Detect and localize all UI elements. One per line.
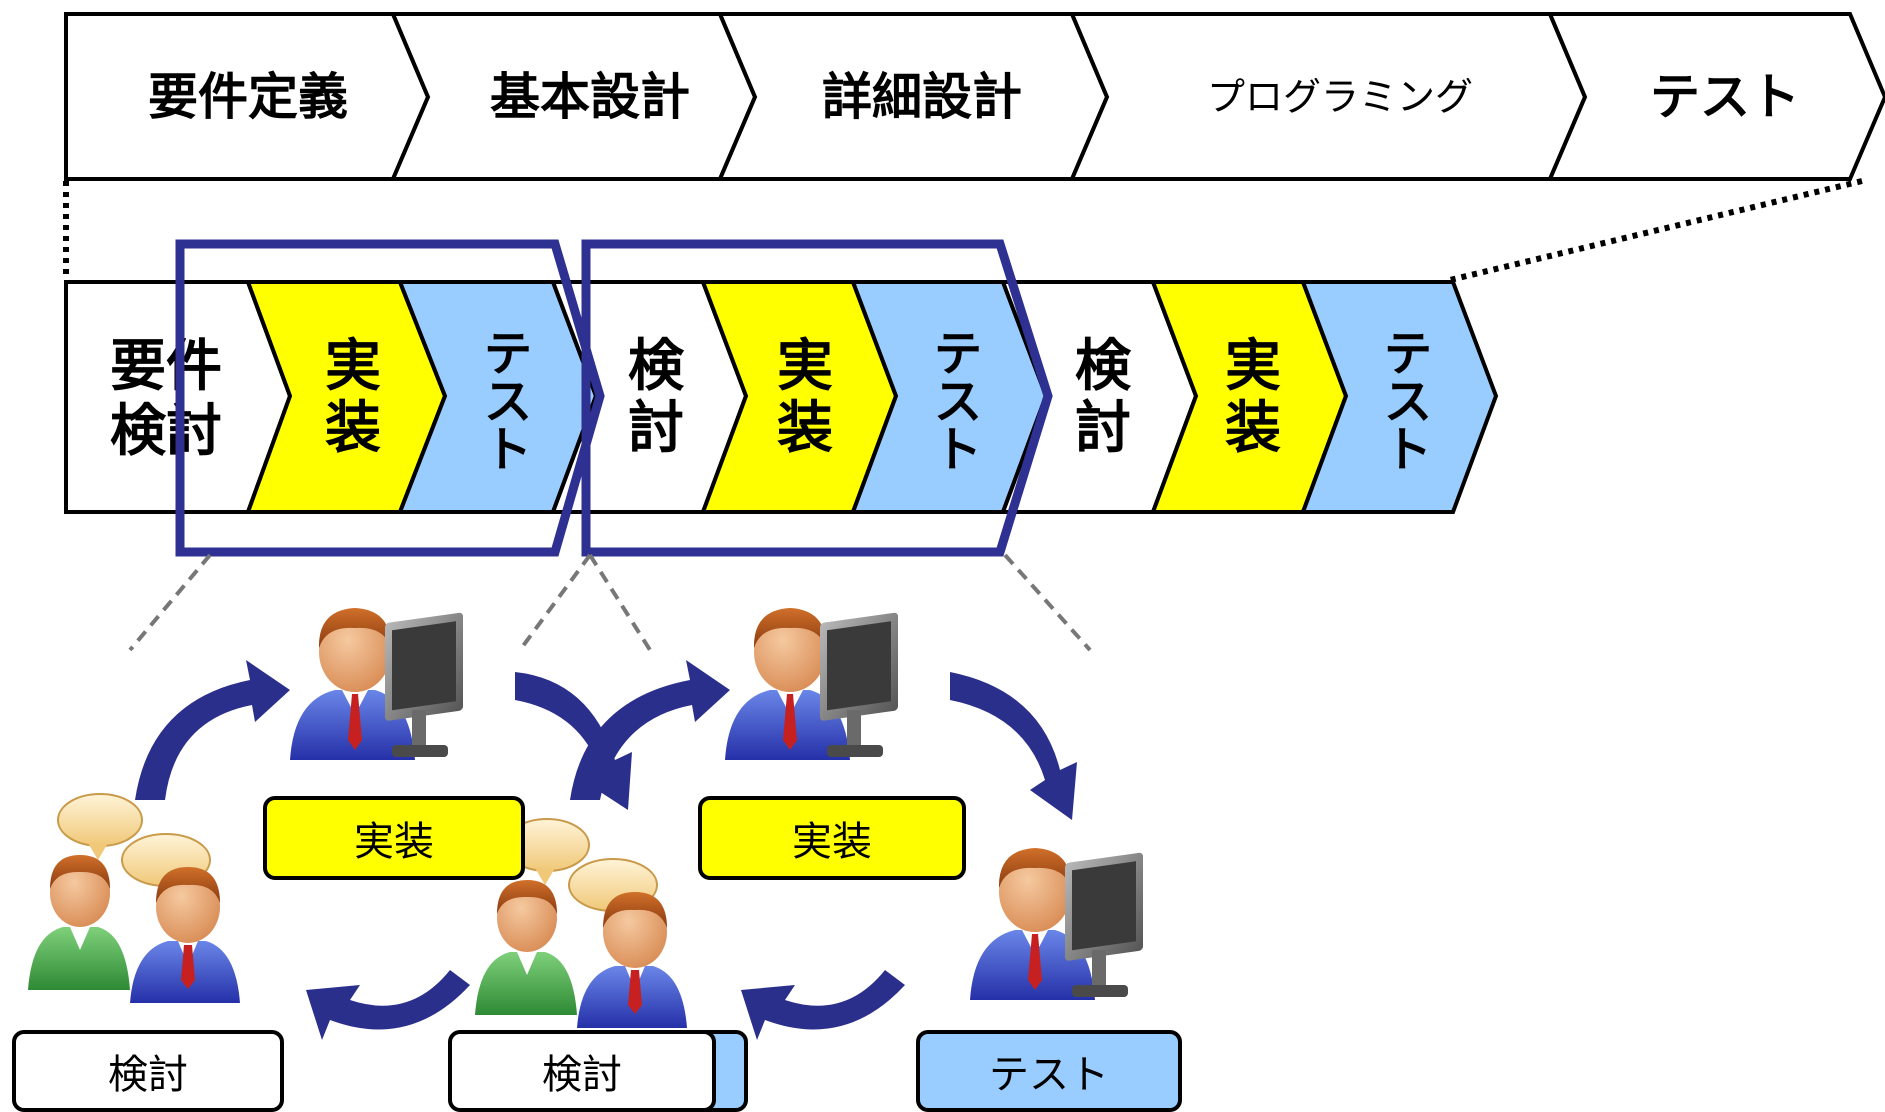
phase-label: プログラミング [1207, 75, 1473, 119]
zoom-line [128, 553, 212, 652]
implement-label-box: 実装 [263, 796, 525, 880]
iteration-label: 要件 [110, 334, 222, 399]
iteration-labels: 要件 検討 実 装 テ ス ト 検 討 実 装 テ ス ト 検 討 実 装 テ … [110, 326, 1432, 478]
iteration-label: 検討 [110, 399, 222, 464]
review-label-box: 検討 [448, 1030, 716, 1112]
iteration-label: 装 [1225, 396, 1281, 461]
zoom-connector-right [1449, 178, 1863, 283]
phase-label: 要件定義 [148, 68, 348, 126]
iteration-label: 検 [1075, 334, 1132, 399]
iteration-highlight-1 [175, 239, 605, 557]
iteration-label: ト [934, 422, 982, 478]
iteration-label: テ [934, 326, 982, 382]
zoom-line [1003, 553, 1092, 652]
review-label-box: 検討 [12, 1030, 284, 1112]
iteration-label: ト [1384, 422, 1432, 478]
developer-at-computer-icon [280, 590, 470, 760]
iteration-label: 実 [777, 334, 833, 399]
curved-arrow-icon [950, 672, 1077, 820]
phase-label: 詳細設計 [822, 68, 1022, 126]
curved-arrow-icon [135, 660, 290, 800]
curved-arrow-icon [741, 970, 905, 1040]
implement-label-box: 実装 [698, 796, 966, 880]
iteration-label: 検 [628, 334, 685, 399]
iteration-label: ス [484, 374, 532, 430]
discussion-people-icon [17, 774, 259, 1006]
curved-arrow-icon [570, 660, 730, 800]
zoom-line [518, 553, 592, 652]
iteration-label: ト [484, 422, 532, 478]
phase-label: 基本設計 [490, 68, 690, 126]
iteration-label: 実 [325, 334, 381, 399]
iteration-label: ス [934, 374, 982, 430]
test-label-box: テスト [916, 1030, 1182, 1112]
iteration-highlight-2 [581, 239, 1053, 557]
developer-at-computer-icon [715, 590, 905, 760]
waterfall-phase-bar: 要件定義 基本設計 詳細設計 プログラミング テスト [64, 12, 1885, 181]
iteration-label: テ [484, 326, 532, 382]
phase-test-shape [1546, 12, 1885, 181]
iteration-label: 実 [1225, 334, 1281, 399]
iteration-label: 討 [628, 396, 684, 461]
iteration-label: 装 [325, 396, 381, 461]
iteration-label: 装 [777, 396, 833, 461]
iteration-segment-test [1300, 280, 1499, 514]
iteration-label: ス [1384, 374, 1432, 430]
iteration-label: 討 [1075, 396, 1131, 461]
phase-label: テスト [1650, 68, 1800, 126]
cycle-arrows [135, 660, 1077, 1040]
iteration-label: テ [1384, 326, 1432, 382]
zoom-line [588, 553, 652, 652]
curved-arrow-icon [306, 970, 470, 1040]
developer-at-computer-icon [960, 830, 1150, 1000]
